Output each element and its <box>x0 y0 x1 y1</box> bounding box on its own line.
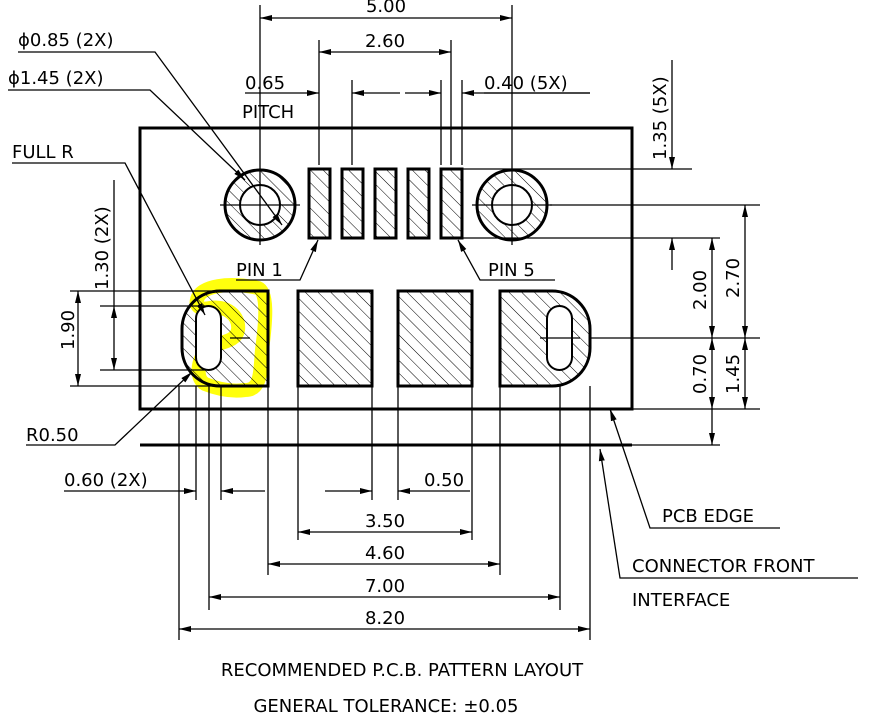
connector-front-label: CONNECTOR FRONT <box>632 556 815 577</box>
pcb-edge-label: PCB EDGE <box>662 506 754 527</box>
r050-leader: R0.50 <box>26 371 193 446</box>
dim-0-70: 0.70 <box>690 354 711 394</box>
drawing-title: RECOMMENDED P.C.B. PATTERN LAYOUT <box>221 660 584 681</box>
slot-4 <box>406 167 431 240</box>
tolerance-note: GENERAL TOLERANCE: ±0.05 <box>253 696 518 717</box>
bottom-dimensions: 0.60 (2X) 0.50 3.50 4.60 7.00 8.20 <box>64 386 591 640</box>
dim-0-40: 0.40 (5X) <box>484 73 568 94</box>
dim-2-60: 2.60 <box>365 31 405 52</box>
mounting-hole-left <box>220 165 300 245</box>
dim-full-r: FULL R <box>12 142 74 163</box>
pin-labels: PIN 1 PIN 5 <box>236 239 555 281</box>
slot-1 <box>307 167 332 240</box>
pad-center-left <box>296 289 374 388</box>
dim-0-60: 0.60 (2X) <box>64 470 148 491</box>
pin-1-label: PIN 1 <box>236 260 283 281</box>
pad-center-right <box>396 289 474 388</box>
connector-interface-label: INTERFACE <box>632 590 730 611</box>
dim-0-65: 0.65 <box>245 73 285 94</box>
dim-1-30: 1.30 (2X) <box>92 206 113 290</box>
left-dimensions: 1.90 1.30 (2X) <box>58 180 220 387</box>
slot-3 <box>373 167 398 240</box>
dim-2-70: 2.70 <box>723 258 744 298</box>
dim-4-60: 4.60 <box>365 543 405 564</box>
dim-2-00: 2.00 <box>690 270 711 310</box>
pad-left <box>180 289 270 388</box>
dim-hole-small: ϕ0.85 (2X) <box>18 30 114 51</box>
dim-r0-50: R0.50 <box>26 425 79 446</box>
dim-hole-large: ϕ1.45 (2X) <box>8 68 104 89</box>
dim-pitch-label: PITCH <box>242 102 294 123</box>
top-dimensions: 5.00 2.60 0.65 PITCH 0.40 (5X) <box>242 0 590 165</box>
slot-2 <box>340 167 365 240</box>
dim-7-00: 7.00 <box>365 576 405 597</box>
large-pads <box>180 289 592 388</box>
signal-slots <box>307 167 464 240</box>
dim-1-45: 1.45 <box>723 354 744 394</box>
dim-5-00: 5.00 <box>366 0 406 17</box>
mounting-hole-right <box>472 165 552 245</box>
right-dimensions: 1.35 (5X) 2.00 2.70 0.70 1.45 <box>462 60 760 446</box>
slot-5 <box>439 167 464 240</box>
dim-1-90: 1.90 <box>58 310 79 350</box>
dim-8-20: 8.20 <box>365 608 405 629</box>
hole-leaders: ϕ0.85 (2X) ϕ1.45 (2X) FULL R <box>8 30 283 316</box>
dim-1-35: 1.35 (5X) <box>650 76 671 160</box>
dim-0-50: 0.50 <box>424 470 464 491</box>
pin-5-label: PIN 5 <box>488 260 535 281</box>
board-outline <box>138 126 634 411</box>
edge-labels: PCB EDGE CONNECTOR FRONT INTERFACE <box>598 408 858 611</box>
dim-3-50: 3.50 <box>365 511 405 532</box>
